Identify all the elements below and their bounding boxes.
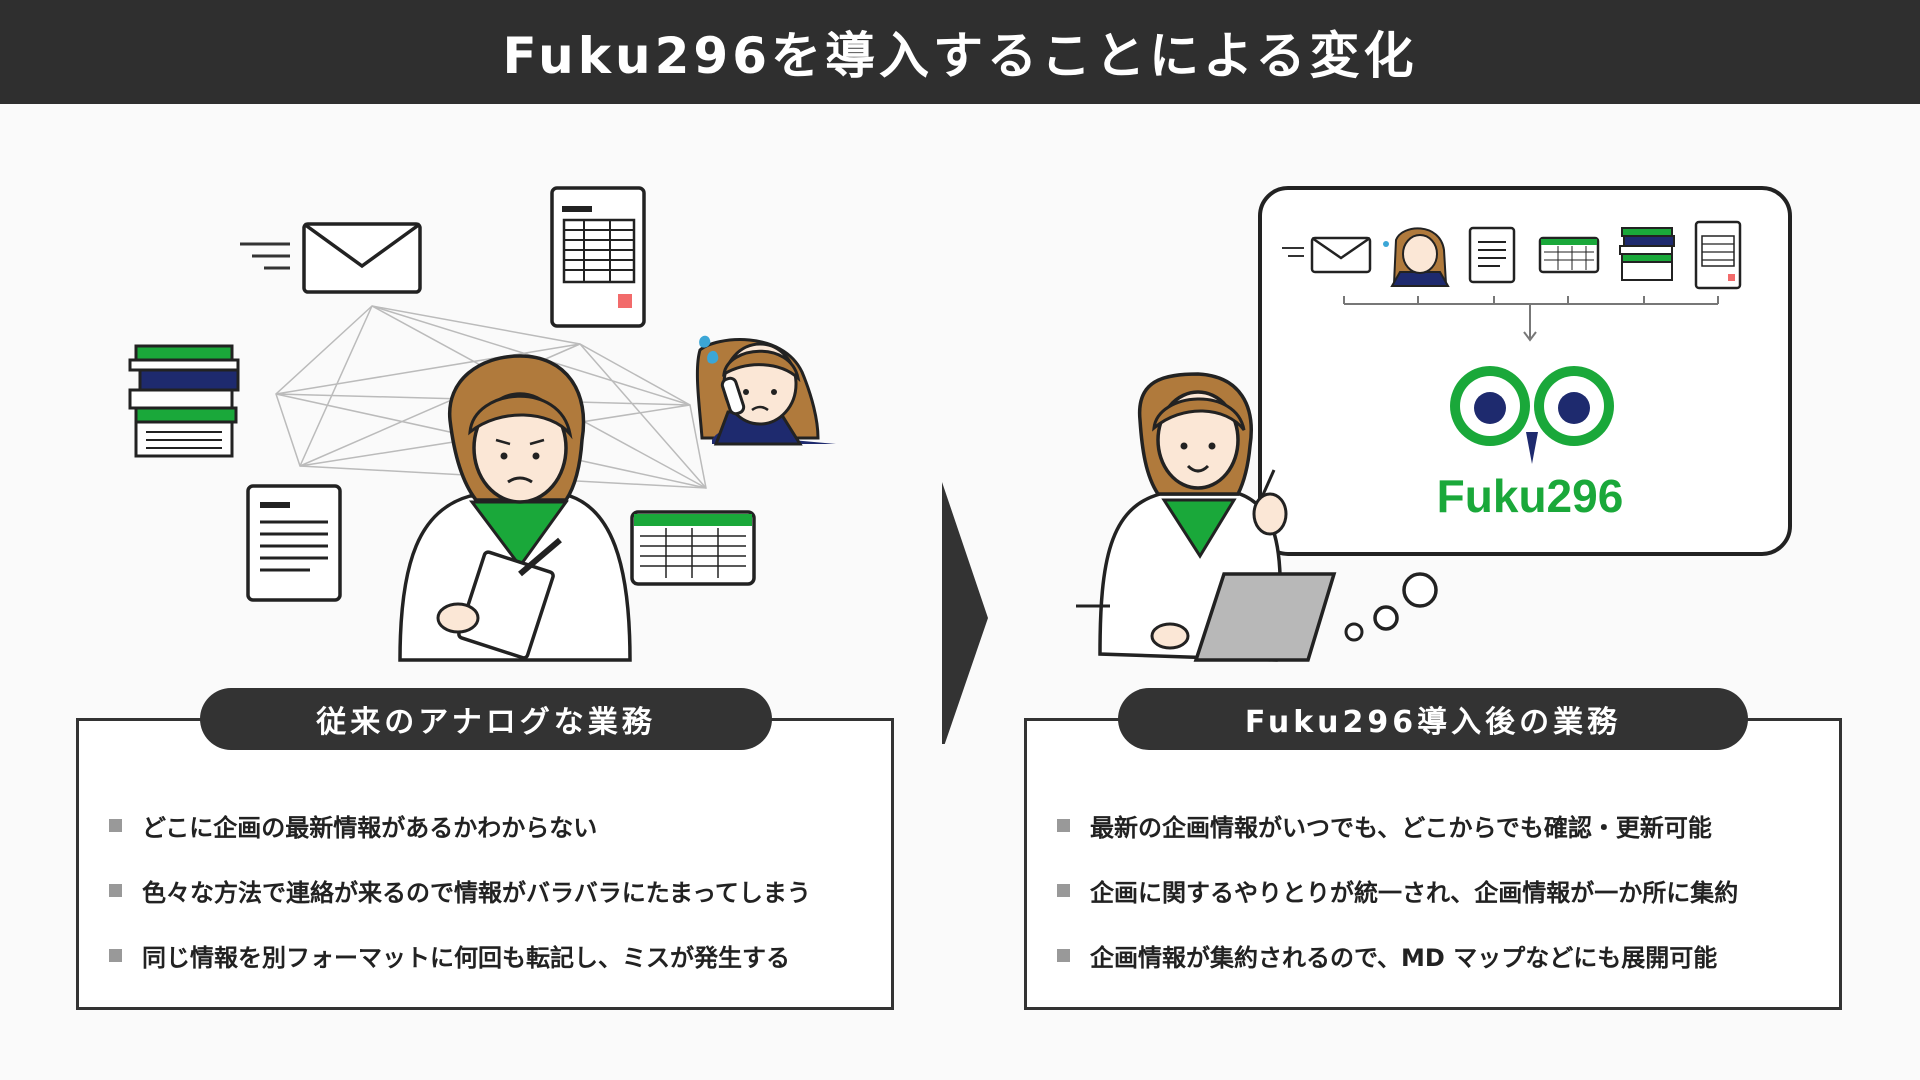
bullet-square-icon	[109, 819, 122, 832]
legacy-workflow-box: どこに企画の最新情報があるかわからない 色々な方法で連絡が来るので情報がバラバラ…	[76, 718, 894, 1010]
document-icon	[246, 484, 342, 602]
mini-spreadsheet-icon	[1538, 236, 1600, 274]
list-item: どこに企画の最新情報があるかわからない	[109, 793, 811, 858]
mini-binders-icon	[1619, 227, 1675, 281]
mini-document-icon	[1468, 226, 1516, 284]
merge-bracket	[1343, 296, 1719, 342]
list-item: 企画に関するやりとりが統一され、企画情報が一か所に集約	[1057, 858, 1738, 923]
page-title: Fuku296を導入することによる変化	[502, 27, 1418, 85]
illustration-area: Fuku296	[128, 186, 1792, 744]
list-item: 色々な方法で連絡が来るので情報がバラバラにたまってしまう	[109, 858, 811, 923]
worried-woman-icon	[398, 354, 632, 662]
list-item: 企画情報が集約されるので、MD マップなどにも展開可能	[1057, 923, 1738, 988]
logo-text: Fuku296	[1437, 470, 1624, 522]
owl-logo-icon	[1450, 366, 1614, 464]
legacy-section-title: 従来のアナログな業務	[200, 688, 772, 750]
list-item: 同じ情報を別フォーマットに何回も転記し、ミスが発生する	[109, 923, 811, 988]
bullet-square-icon	[1057, 884, 1070, 897]
spreadsheet-icon	[630, 510, 756, 586]
bullet-square-icon	[109, 884, 122, 897]
mini-envelope-icon	[1282, 236, 1372, 274]
page-header: Fuku296を導入することによる変化	[0, 0, 1920, 104]
mini-order-form-icon	[1694, 220, 1742, 290]
bullet-square-icon	[109, 949, 122, 962]
bullet-square-icon	[1057, 949, 1070, 962]
order-form-icon	[550, 186, 646, 328]
bullet-square-icon	[1057, 819, 1070, 832]
envelope-icon	[240, 222, 422, 294]
fuku296-section-title: Fuku296導入後の業務	[1118, 688, 1748, 750]
phone-woman-icon	[695, 335, 836, 446]
fuku296-workflow-box: 最新の企画情報がいつでも、どこからでも確認・更新可能 企画に関するやりとりが統一…	[1024, 718, 1842, 1010]
binders-icon	[128, 344, 240, 458]
fuku296-benefit-list: 最新の企画情報がいつでも、どこからでも確認・更新可能 企画に関するやりとりが統一…	[1057, 793, 1738, 988]
list-item: 最新の企画情報がいつでも、どこからでも確認・更新可能	[1057, 793, 1738, 858]
mini-phone-woman-icon	[1383, 227, 1450, 287]
chevron-right-icon	[942, 482, 988, 744]
happy-woman-icon	[1076, 372, 1337, 662]
legacy-issue-list: どこに企画の最新情報があるかわからない 色々な方法で連絡が来るので情報がバラバラ…	[109, 793, 811, 988]
